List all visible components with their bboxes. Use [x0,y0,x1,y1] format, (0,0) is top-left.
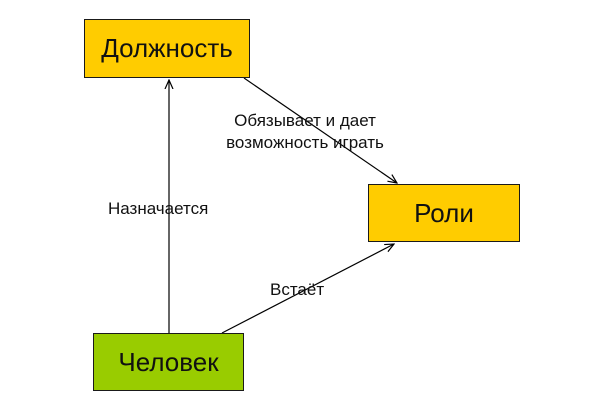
edge-label-line-1: Обязывает и дает [234,111,376,130]
edge-label-person-to-position: Назначается [108,199,209,218]
node-position-label: Должность [101,33,233,63]
node-person-label: Человек [118,346,219,377]
arrow-person-to-roles [221,244,394,334]
node-roles-label: Роли [414,197,474,228]
node-person: Человек [93,333,244,391]
edge-label-person-to-roles: Встаёт [270,280,325,299]
node-position: Должность [84,19,250,78]
edge-label-position-to-roles: Обязывает и дает возможность играть [190,110,420,154]
edge-label-line-2: возможность играть [226,133,384,152]
node-roles: Роли [368,184,520,242]
arrow-position-to-roles [243,77,397,183]
